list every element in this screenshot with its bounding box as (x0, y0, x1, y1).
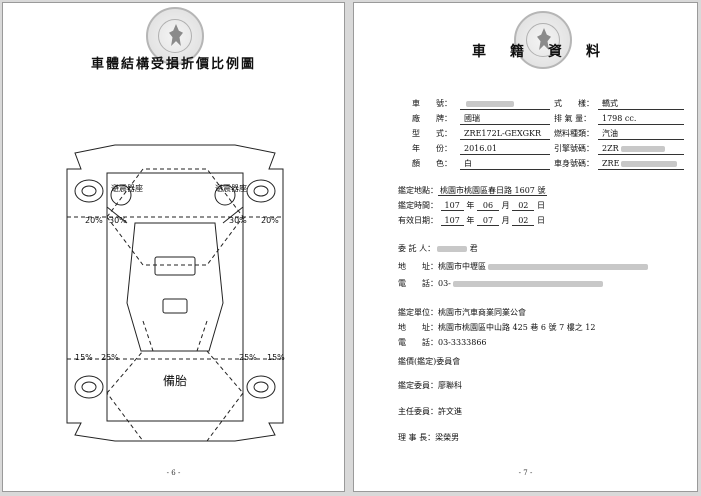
cabin-outline (126, 222, 224, 352)
field-label: 引擎號碼： (554, 144, 594, 153)
field-value (460, 99, 550, 110)
chairman: 主任委員：許文進 (398, 407, 462, 416)
unit-address: 地 址：桃園市桃園區中山路 425 巷 6 號 7 樓之 12 (398, 323, 596, 332)
pct-top-1: 20% (85, 216, 103, 225)
pct-top-3: 30% (229, 216, 247, 225)
page-number-right: - 7 - (518, 469, 533, 477)
pct-bottom-3: 25% (239, 353, 257, 362)
pct-bottom-1: 15% (75, 353, 93, 362)
vehicle-record-title: 車 籍 資 料 (472, 41, 600, 61)
association-seal (514, 11, 572, 69)
field-label: 廠 牌： (412, 114, 452, 123)
vehicle-row: 顏 色： 白 車身號碼： ZRE (412, 159, 684, 170)
field-label: 車身號碼： (554, 159, 594, 168)
page-left: 車體結構受損折價比例圖 (2, 2, 345, 492)
client-address: 地 址：桃園市中壢區 (398, 262, 648, 272)
valid-date: 有效日期： 107 年 07 月 02 日 (398, 216, 545, 226)
appraiser: 鑑定委員：廖聯科 (398, 381, 462, 390)
director: 理 事 長：梁榮男 (398, 433, 460, 442)
frame-outline (106, 172, 244, 422)
association-seal (146, 7, 204, 65)
committee: 鑑價(鑑定)委員會 (398, 357, 461, 366)
field-value: 汽油 (598, 129, 684, 140)
field-value: ZRE172L-GEXGKR (460, 129, 550, 140)
front-seat (154, 256, 196, 276)
spare-tire-label: 備胎 (163, 373, 187, 388)
shock-mount-left (110, 184, 132, 206)
unit-name: 鑑定單位：桃園市汽車商業同業公會 (398, 308, 526, 317)
field-label: 顏 色： (412, 159, 452, 168)
page-right: 車 籍 資 料 車 號： 式 樣： 轎式 廠 牌： 國瑞 排 氣 量： 1798… (353, 2, 698, 492)
pct-bottom-2: 25% (101, 353, 119, 362)
client-name: 委 託 人： 君 (398, 244, 478, 253)
field-label: 燃料種類： (554, 129, 594, 138)
vehicle-row: 車 號： 式 樣： 轎式 (412, 99, 684, 110)
vehicle-row: 型 式： ZRE172L-GEXGKR 燃料種類： 汽油 (412, 129, 684, 140)
field-value: 1798 cc. (598, 114, 684, 125)
pct-bottom-4: 15% (267, 353, 285, 362)
field-label: 型 式： (412, 129, 452, 138)
title-char: 料 (586, 44, 600, 60)
title-char: 資 (548, 44, 562, 60)
car-body-outline (66, 144, 284, 442)
pct-top-2: 30% (109, 216, 127, 225)
field-label: 排 氣 量： (554, 114, 592, 123)
field-value: 白 (460, 159, 550, 170)
rear-zone-dashed (106, 350, 244, 442)
rear-seat (162, 298, 188, 314)
vehicle-row: 廠 牌： 國瑞 排 氣 量： 1798 cc. (412, 114, 684, 125)
unit-phone: 電 話：03-3333866 (398, 338, 487, 347)
field-value: 轎式 (598, 99, 684, 110)
inspection-location: 鑑定地點：桃園市桃園區春日路 1607 號 (398, 186, 548, 196)
title-char: 車 (472, 44, 486, 60)
page-number-left: - 6 - (166, 469, 181, 477)
field-value: ZRE (598, 159, 684, 170)
field-value: 2016.01 (460, 144, 550, 155)
vehicle-row: 年 份： 2016.01 引擎號碼： 2ZR (412, 144, 684, 155)
field-label: 式 樣： (554, 99, 594, 108)
shock-label-right: 避震器座 (215, 183, 247, 193)
field-value: 國瑞 (460, 114, 550, 125)
car-structure-diagram: 避震器座 避震器座 備胎 20% 30% 30% 20% 15% 25% 25%… (66, 144, 285, 442)
field-label: 車 號： (412, 99, 452, 108)
shock-label-left: 避震器座 (111, 183, 143, 193)
field-value: 2ZR (598, 144, 684, 155)
client-phone: 電 話：03- (398, 279, 603, 289)
diagram-title: 車體結構受損折價比例圖 (90, 57, 256, 72)
pct-top-4: 20% (261, 216, 279, 225)
inspection-date: 鑑定時間： 107 年 06 月 02 日 (398, 201, 545, 211)
title-char: 籍 (510, 44, 524, 60)
field-label: 年 份： (412, 144, 452, 153)
